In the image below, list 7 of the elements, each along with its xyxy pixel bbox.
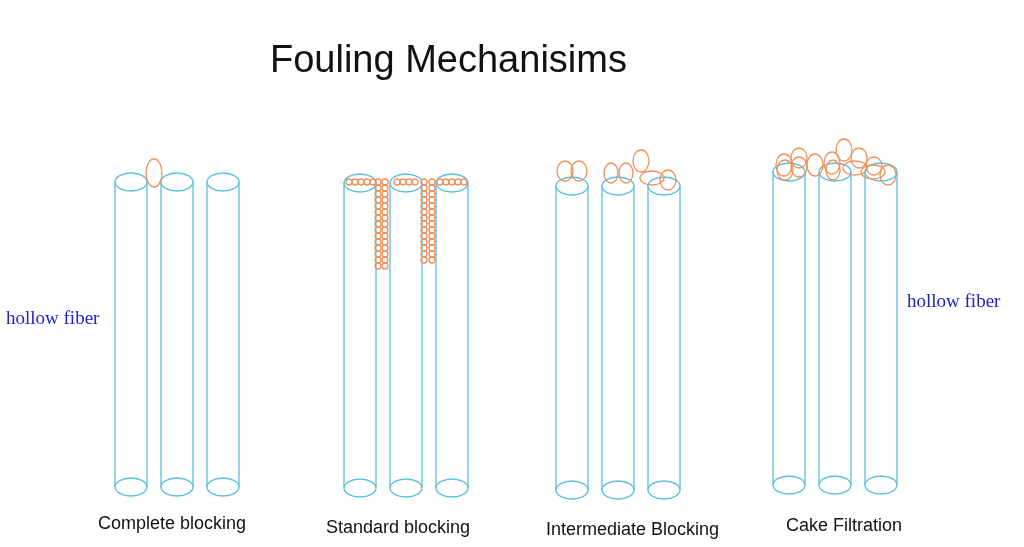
fiber-label: hollow fiber	[907, 290, 1001, 312]
mechanism-caption: Standard blocking	[326, 517, 471, 538]
fiber-label: hollow fiber	[6, 307, 100, 329]
mechanism-caption: Complete blocking	[98, 513, 247, 534]
mechanism-caption: Cake Filtration	[786, 515, 903, 536]
mechanism-caption: Intermediate Blocking	[546, 519, 720, 540]
diagram-title: Fouling Mechanisims	[270, 38, 627, 81]
